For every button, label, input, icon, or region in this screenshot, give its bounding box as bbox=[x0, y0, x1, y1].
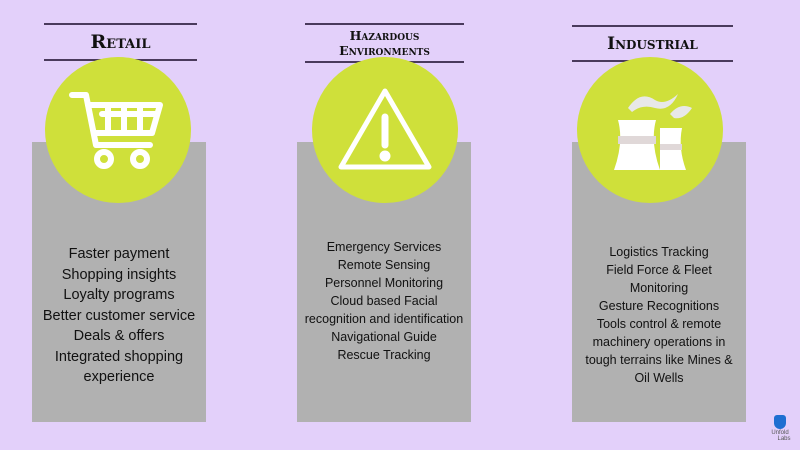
hazardous-icon-circle bbox=[312, 57, 458, 203]
list-item: tough terrains like Mines & bbox=[585, 353, 733, 367]
list-item: Tools control & remote bbox=[596, 317, 722, 331]
list-item: Field Force & Fleet bbox=[606, 263, 712, 277]
industrial-title: Industrial bbox=[607, 33, 698, 54]
hazardous-title-line2: Environments bbox=[339, 43, 430, 58]
hazardous-title-line1: Hazardous bbox=[349, 28, 420, 43]
list-item: Loyalty programs bbox=[63, 287, 175, 303]
list-item: Deals & offers bbox=[73, 328, 165, 344]
logo-text-line1: Unfold bbox=[771, 430, 789, 436]
warning-triangle-icon bbox=[338, 88, 432, 170]
list-item: Cloud based Facial bbox=[330, 294, 438, 308]
retail-icon-circle bbox=[45, 57, 191, 203]
list-item: Navigational Guide bbox=[331, 330, 437, 344]
list-item: Remote Sensing bbox=[337, 258, 431, 272]
factory-cooling-tower-icon bbox=[614, 94, 692, 170]
list-item: Shopping insights bbox=[61, 266, 177, 283]
list-item: experience bbox=[83, 369, 155, 385]
list-item: Oil Wells bbox=[634, 371, 684, 385]
logo-text-line2: Labs bbox=[777, 436, 791, 442]
list-item: Integrated shopping bbox=[54, 348, 184, 365]
list-item: Gesture Recognitions bbox=[598, 299, 720, 313]
hazardous-panel: Emergency Services Remote Sensing Person… bbox=[297, 142, 471, 422]
list-item: Logistics Tracking bbox=[609, 245, 709, 259]
list-item: Better customer service bbox=[42, 307, 196, 324]
retail-title: Retail bbox=[90, 31, 151, 53]
unfold-labs-logo: Unfold Labs bbox=[765, 415, 795, 442]
list-item: Personnel Monitoring bbox=[324, 276, 444, 290]
list-item: Faster payment bbox=[68, 246, 170, 262]
retail-panel: Faster payment Shopping insights Loyalty… bbox=[32, 142, 206, 422]
list-item: recognition and identification bbox=[304, 312, 464, 326]
retail-header: Retail bbox=[44, 23, 197, 61]
industrial-icon-circle bbox=[577, 57, 723, 203]
shopping-cart-icon bbox=[69, 92, 163, 169]
list-item: Emergency Services bbox=[326, 240, 442, 254]
list-item: Rescue Tracking bbox=[337, 348, 431, 362]
list-item: Monitoring bbox=[629, 281, 689, 295]
list-item: machinery operations in bbox=[592, 335, 726, 349]
logo-shield-icon bbox=[774, 415, 786, 429]
